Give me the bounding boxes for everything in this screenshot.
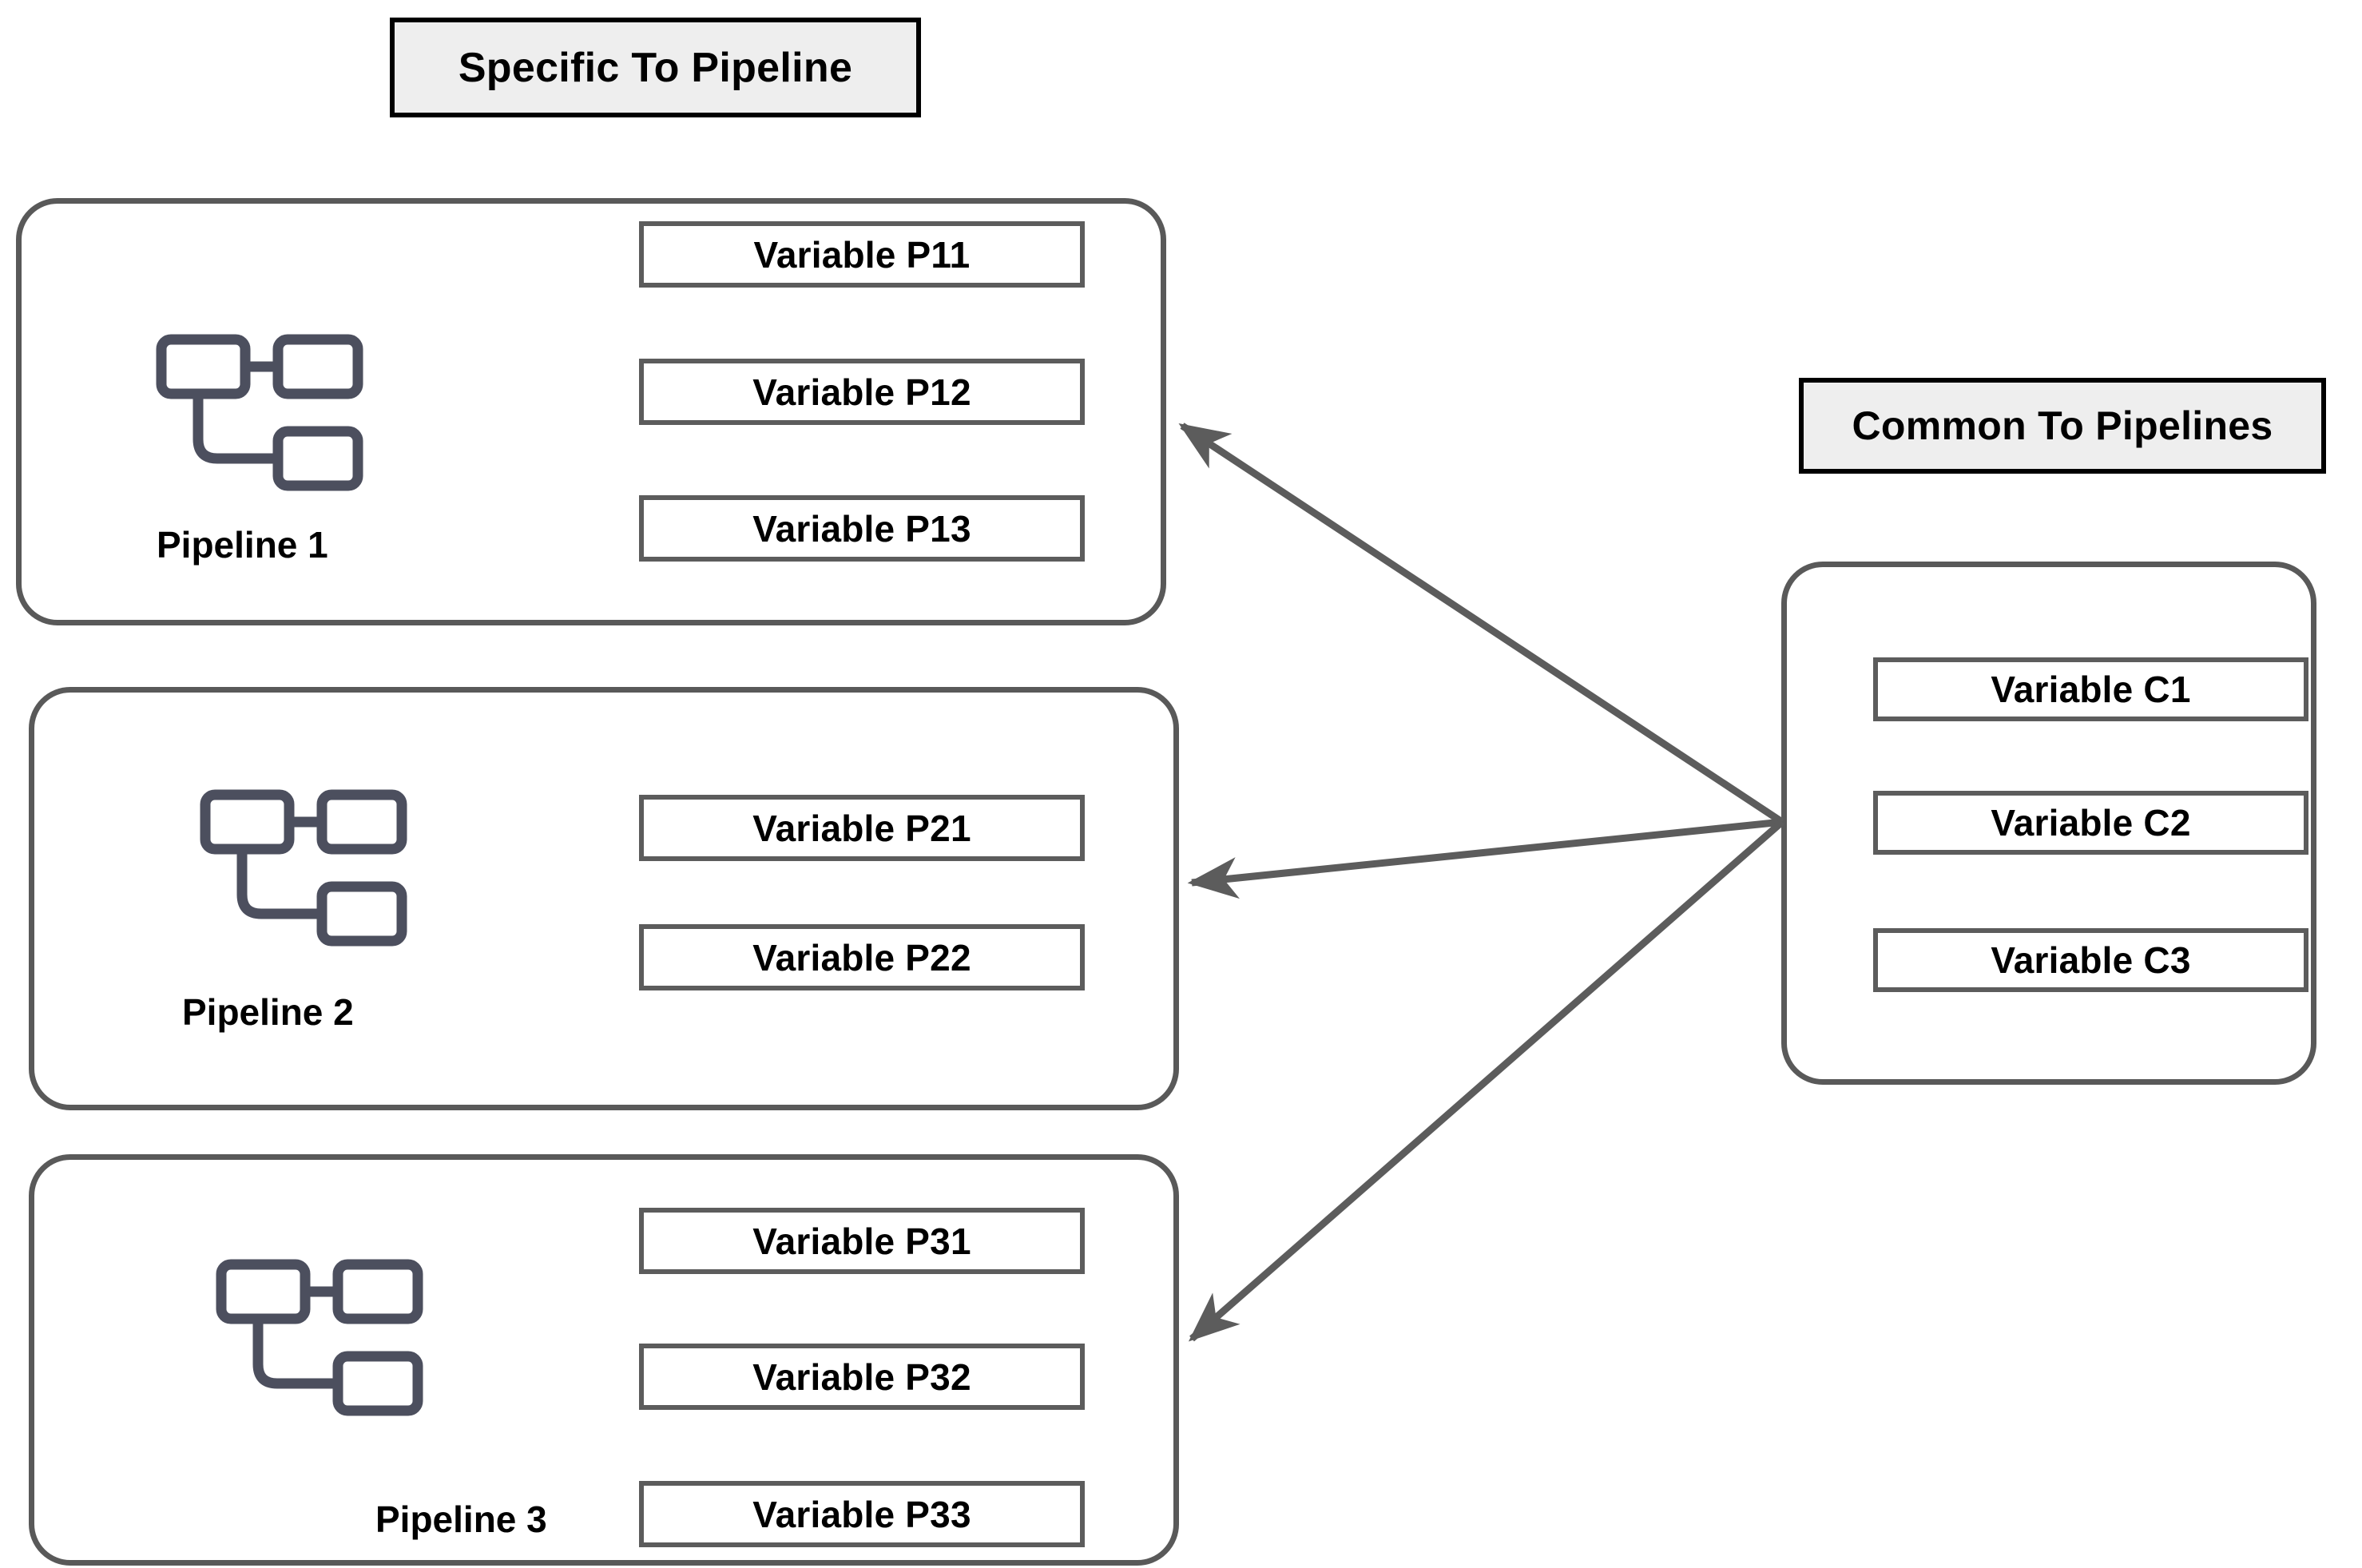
variable-box[interactable]: Variable P32 [639,1344,1085,1410]
variable-box[interactable]: Variable P31 [639,1208,1085,1274]
common-variable-box[interactable]: Variable C2 [1873,791,2308,855]
pipeline-1-label: Pipeline 1 [157,524,328,566]
pipeline-flow-icon [212,1256,427,1416]
common-variable-box[interactable]: Variable C3 [1873,928,2308,992]
arrow-common-to-pipeline-3 [1188,819,1784,1342]
pipeline-flow-icon [152,331,367,491]
specific-to-pipeline-title: Specific To Pipeline [390,18,921,117]
arrow-common-to-pipeline-1 [1178,423,1784,825]
pipeline-3-label: Pipeline 3 [375,1499,547,1540]
pipeline-flow-icon-svg [200,789,407,947]
variable-box[interactable]: Variable P12 [639,359,1085,425]
pipeline-2-label: Pipeline 2 [182,991,354,1033]
variable-box[interactable]: Variable P21 [639,795,1085,861]
pipeline-2-panel [29,687,1179,1110]
variable-box[interactable]: Variable P33 [639,1481,1085,1547]
common-to-pipelines-title: Common To Pipelines [1799,378,2326,474]
variable-box[interactable]: Variable P22 [639,924,1085,990]
pipeline-flow-icon-svg [156,334,363,491]
common-variable-box[interactable]: Variable C1 [1873,657,2308,721]
pipeline-flow-icon-svg [216,1259,423,1416]
pipeline-flow-icon [196,787,411,947]
arrow-common-to-pipeline-2 [1187,818,1783,899]
variable-box[interactable]: Variable P11 [639,221,1085,288]
variable-box[interactable]: Variable P13 [639,495,1085,562]
